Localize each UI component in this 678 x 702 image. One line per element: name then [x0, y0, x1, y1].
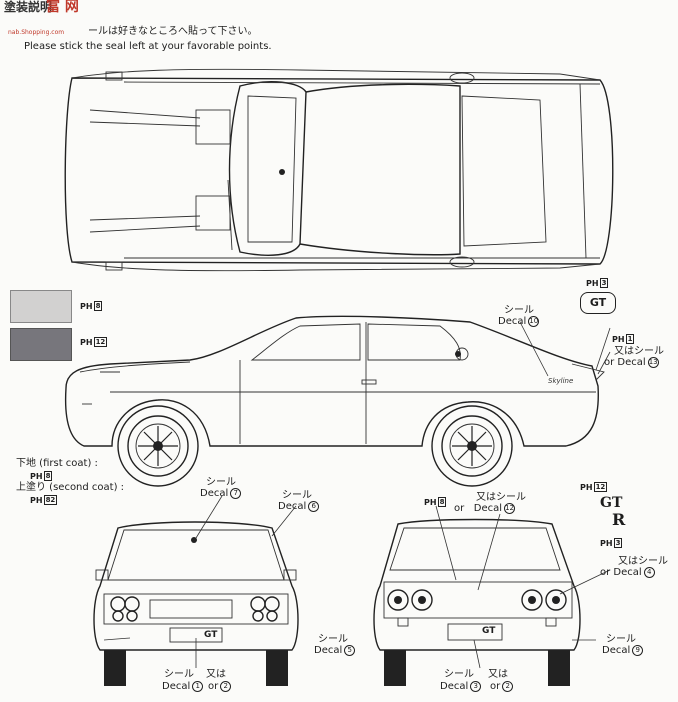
rear-decal3-jp: シール	[444, 669, 474, 680]
front-alt-jp: 又は	[206, 669, 226, 680]
front-decal5-jp: シール	[318, 634, 348, 645]
gtr-gt-icon: GT	[600, 495, 623, 511]
front-view-car	[93, 521, 299, 686]
rear-alt2-jp: 又は	[488, 669, 508, 680]
watermark-logo: 富 网	[46, 0, 79, 15]
front-decal1-jp: シール	[164, 669, 194, 680]
swatch-light-grey	[10, 290, 72, 323]
instruction-jp: ールは好きなところへ貼って下さい。	[88, 26, 258, 37]
second-coat-label: 上塗り (second coat) :	[16, 482, 125, 493]
top-view-car	[64, 68, 614, 272]
gt-badge-icon: GT	[580, 292, 616, 314]
watermark-sub: nab.Shopping.com	[8, 29, 65, 36]
side-script-decal: Skyline	[548, 377, 574, 385]
swatch-dark-grey	[10, 328, 72, 361]
rear-plate: GT	[482, 626, 496, 636]
gt-alt-jp: 又はシール	[614, 346, 664, 357]
leader-lines	[103, 321, 611, 669]
front-decal7-jp: シール	[206, 477, 236, 488]
rear-top-jp: 又はシール	[476, 492, 526, 503]
first-coat-label: 下地 (first coat) :	[16, 458, 98, 469]
instruction-en: Please stick the seal left at your favor…	[24, 41, 272, 52]
side-decal-jp: シール	[504, 305, 534, 316]
rear-alt-jp: 又はシール	[618, 556, 668, 567]
watermark-jp: 塗装説明	[4, 0, 53, 14]
rear-view-car	[373, 518, 581, 686]
front-decal6-jp: シール	[282, 490, 312, 501]
gtr-r-icon: R	[612, 510, 626, 529]
rear-right-jp: シール	[606, 634, 636, 645]
front-plate: GT	[204, 630, 218, 640]
side-view-car	[64, 315, 605, 487]
